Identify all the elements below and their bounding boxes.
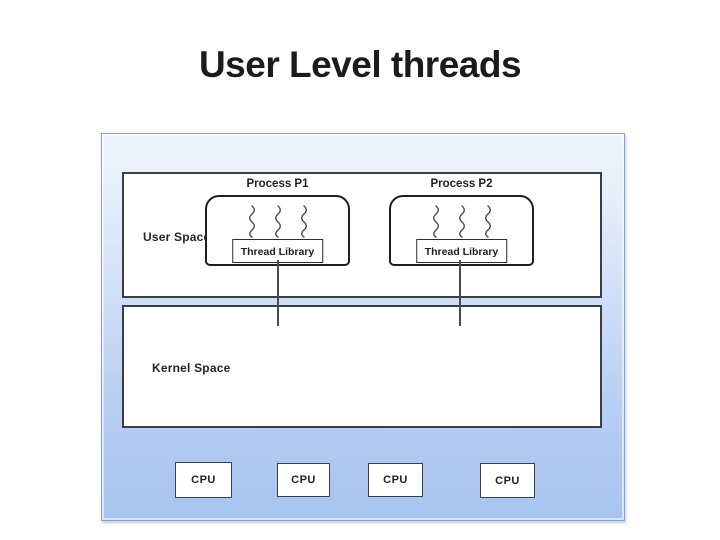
thread-squiggle-icon — [274, 205, 281, 238]
process-p2-box: Thread Library — [389, 195, 534, 266]
process-p2-group: Process P2 Thread Library — [389, 177, 534, 266]
user-space-label: User Space — [143, 230, 211, 244]
process-p2-label: Process P2 — [430, 178, 493, 190]
slide-title: User Level threads — [198, 44, 522, 85]
threads-row — [207, 204, 348, 238]
threads-row — [391, 204, 532, 238]
connector-line-p1 — [277, 260, 279, 326]
cpu-label: CPU — [291, 474, 316, 486]
cpu-box-4: CPU — [480, 463, 535, 498]
cpu-label: CPU — [191, 474, 216, 486]
kernel-space-box — [122, 305, 602, 428]
process-p1-box: Thread Library — [205, 195, 350, 266]
kernel-space-label: Kernel Space — [152, 361, 231, 375]
process-p1-label: Process P1 — [246, 178, 309, 190]
thread-squiggle-icon — [484, 205, 491, 238]
cpu-label: CPU — [495, 474, 520, 487]
cpu-box-3: CPU — [368, 463, 423, 497]
thread-library-box: Thread Library — [415, 239, 508, 263]
thread-library-label: Thread Library — [240, 246, 315, 258]
cpu-box-1: CPU — [175, 462, 232, 498]
thread-library-label: Thread Library — [424, 246, 499, 258]
thread-squiggle-icon — [300, 205, 307, 238]
thread-squiggle-icon — [432, 205, 439, 238]
cpu-box-2: CPU — [277, 463, 330, 497]
cpu-label: CPU — [383, 474, 408, 486]
process-p1-group: Process P1 Thread Library — [205, 177, 350, 266]
thread-squiggle-icon — [248, 205, 255, 238]
connector-line-p2 — [459, 260, 461, 326]
thread-squiggle-icon — [458, 205, 465, 238]
